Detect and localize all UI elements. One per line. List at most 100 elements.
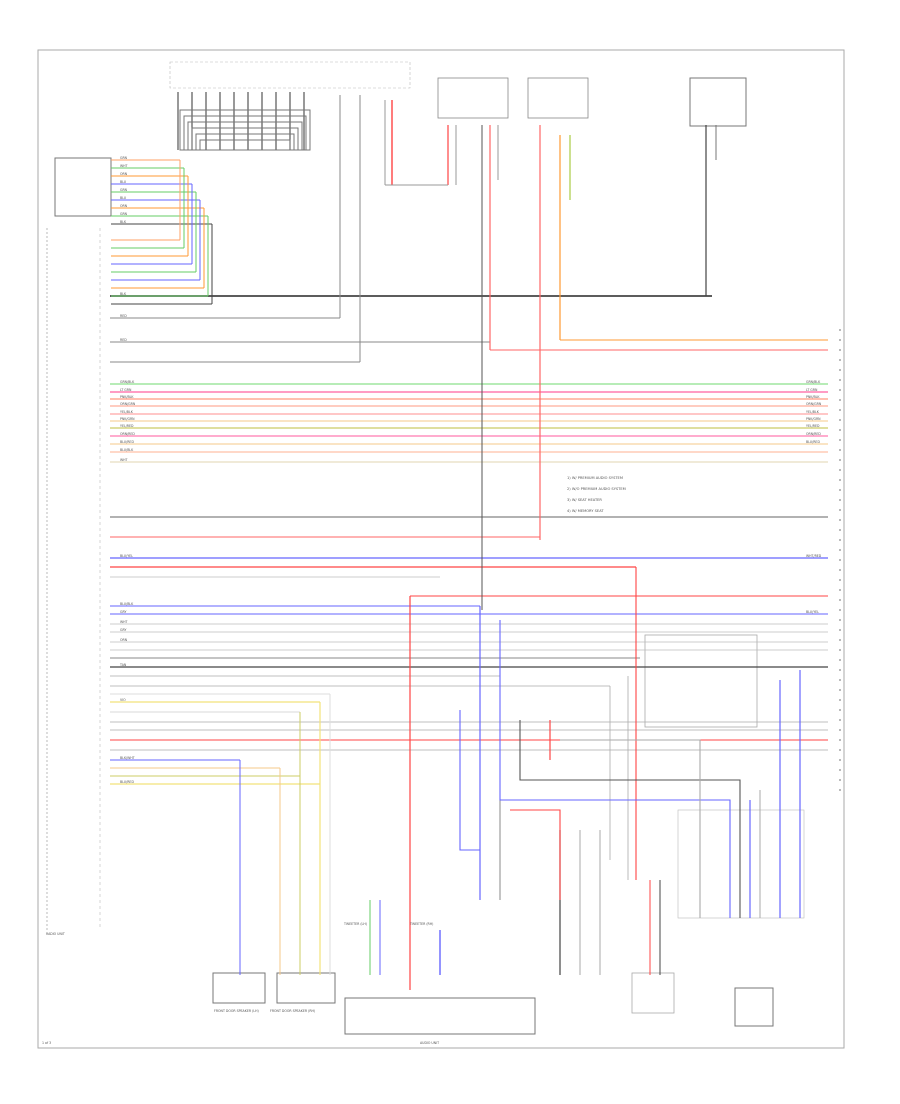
front-door-spk-lh-box bbox=[212, 972, 266, 1004]
pin-right-44 bbox=[839, 769, 841, 771]
pin-right-36 bbox=[839, 689, 841, 691]
wire-label-left-27: GRY bbox=[120, 628, 126, 632]
pin-right-9 bbox=[839, 419, 841, 421]
route-1 bbox=[499, 620, 731, 918]
audio-unit-label: AUDIO UNIT bbox=[420, 1041, 439, 1045]
wire-label-left-32: BLU/RED bbox=[120, 780, 134, 784]
wire-label-left-2: ORN bbox=[120, 172, 128, 176]
wire-labels: GRNWHTORNBLUGRNBLUORNGRNBLKBLKREDREDGRN/… bbox=[119, 156, 841, 791]
wire-label-right-9: WHT/RED bbox=[806, 554, 822, 558]
wire-label-left-15: ORN/GRN bbox=[120, 402, 136, 406]
pin-right-11 bbox=[839, 439, 841, 441]
horizontal-wires bbox=[110, 159, 828, 785]
right-lower-component bbox=[677, 809, 805, 919]
pin-right-2 bbox=[839, 349, 841, 351]
pin-right-0 bbox=[839, 329, 841, 331]
pin-right-24 bbox=[839, 569, 841, 571]
pin-right-42 bbox=[839, 749, 841, 751]
pin-right-6 bbox=[839, 389, 841, 391]
pin-right-16 bbox=[839, 489, 841, 491]
bottom-right-box-1 bbox=[631, 972, 675, 1014]
bottom-right-box-2 bbox=[734, 987, 774, 1027]
wire-label-left-7: GRN bbox=[120, 212, 128, 216]
wire-label-left-25: GRY bbox=[120, 610, 126, 614]
wire-label-left-1: WHT bbox=[120, 164, 128, 168]
pin-right-23 bbox=[839, 559, 841, 561]
tweeter-lh-label: TWEETER (LH) bbox=[343, 922, 367, 926]
footer-left-label: 1 of 3 bbox=[42, 1041, 51, 1045]
front-door-spk-rh-box bbox=[276, 972, 336, 1004]
pin-right-3 bbox=[839, 359, 841, 361]
note-3: 3) W/ SEAT HEATER bbox=[567, 498, 602, 502]
wire-label-left-26: WHT bbox=[120, 620, 128, 624]
wire-label-left-19: ORN/RED bbox=[120, 432, 135, 436]
note-1: 1) W/ PREMIUM AUDIO SYSTEM bbox=[567, 476, 623, 480]
wire-label-left-31: BLK/WHT bbox=[120, 756, 135, 760]
pin-right-25 bbox=[839, 579, 841, 581]
wire-label-left-23: BLU/YEL bbox=[120, 554, 133, 558]
wire-label-left-18: YEL/RED bbox=[120, 424, 134, 428]
vertical-wires bbox=[177, 92, 801, 990]
wire-label-left-3: BLU bbox=[120, 180, 127, 184]
diagram-frame bbox=[37, 49, 845, 1049]
pin-right-21 bbox=[839, 539, 841, 541]
pin-right-31 bbox=[839, 639, 841, 641]
pin-right-41 bbox=[839, 739, 841, 741]
harness-loop-3 bbox=[191, 127, 299, 151]
tweeter-rh-label: TWEETER (RH) bbox=[409, 922, 433, 926]
wire-label-left-0: GRN bbox=[120, 156, 128, 160]
wire-label-right-2: PNK/BLK bbox=[806, 395, 820, 399]
wire-label-left-28: ORN bbox=[120, 638, 128, 642]
right-mid-component bbox=[644, 634, 758, 728]
pin-right-30 bbox=[839, 629, 841, 631]
pin-right-12 bbox=[839, 449, 841, 451]
wire-label-left-30: VIO bbox=[120, 698, 126, 702]
pin-right-8 bbox=[839, 409, 841, 411]
pin-right-1 bbox=[839, 339, 841, 341]
wire-label-left-4: GRN bbox=[120, 188, 128, 192]
wire-label-left-16: YEL/BLK bbox=[120, 410, 134, 414]
wire-label-left-10: RED bbox=[120, 314, 127, 318]
wire-label-right-3: ORN/GRN bbox=[806, 402, 822, 406]
pin-right-5 bbox=[839, 379, 841, 381]
pin-right-22 bbox=[839, 549, 841, 551]
pin-right-38 bbox=[839, 709, 841, 711]
pin-right-34 bbox=[839, 669, 841, 671]
wire-label-left-6: ORN bbox=[120, 204, 128, 208]
wire-label-left-11: RED bbox=[120, 338, 127, 342]
pin-right-32 bbox=[839, 649, 841, 651]
route-4 bbox=[510, 809, 561, 900]
radio-unit-header bbox=[169, 61, 411, 89]
pin-right-37 bbox=[839, 699, 841, 701]
wire-label-right-7: ORN/RED bbox=[806, 432, 821, 436]
pin-right-43 bbox=[839, 759, 841, 761]
wire-label-right-5: PNK/GRN bbox=[806, 417, 821, 421]
wire-label-left-14: PNK/BLK bbox=[120, 395, 134, 399]
wire-label-left-22: WHT bbox=[120, 458, 128, 462]
pin-right-35 bbox=[839, 679, 841, 681]
harness-loop-5 bbox=[199, 139, 291, 151]
pin-right-15 bbox=[839, 479, 841, 481]
radio-unit-label: RADIO UNIT bbox=[46, 932, 65, 936]
wire-label-right-4: YEL/BLK bbox=[806, 410, 820, 414]
pin-right-27 bbox=[839, 599, 841, 601]
pin-right-26 bbox=[839, 589, 841, 591]
pin-right-4 bbox=[839, 369, 841, 371]
wire-label-right-6: YEL/RED bbox=[806, 424, 820, 428]
pin-right-40 bbox=[839, 729, 841, 731]
front-door-spk-lh-label: FRONT DOOR SPEAKER (LH) bbox=[214, 1009, 259, 1013]
wire-label-left-12: GRN/BLK bbox=[120, 380, 135, 384]
top-left-component bbox=[54, 157, 112, 217]
wire-label-left-8: BLK bbox=[120, 220, 127, 224]
route-2 bbox=[519, 720, 741, 918]
pin-right-45 bbox=[839, 779, 841, 781]
wire-label-left-13: LT GRN bbox=[120, 388, 132, 392]
pin-right-7 bbox=[839, 399, 841, 401]
pin-right-20 bbox=[839, 529, 841, 531]
wire-label-right-8: BLU/RED bbox=[806, 440, 820, 444]
note-2: 2) W/O PREMIUM AUDIO SYSTEM bbox=[567, 487, 626, 491]
wire-label-left-20: BLU/RED bbox=[120, 440, 134, 444]
pin-right-17 bbox=[839, 499, 841, 501]
